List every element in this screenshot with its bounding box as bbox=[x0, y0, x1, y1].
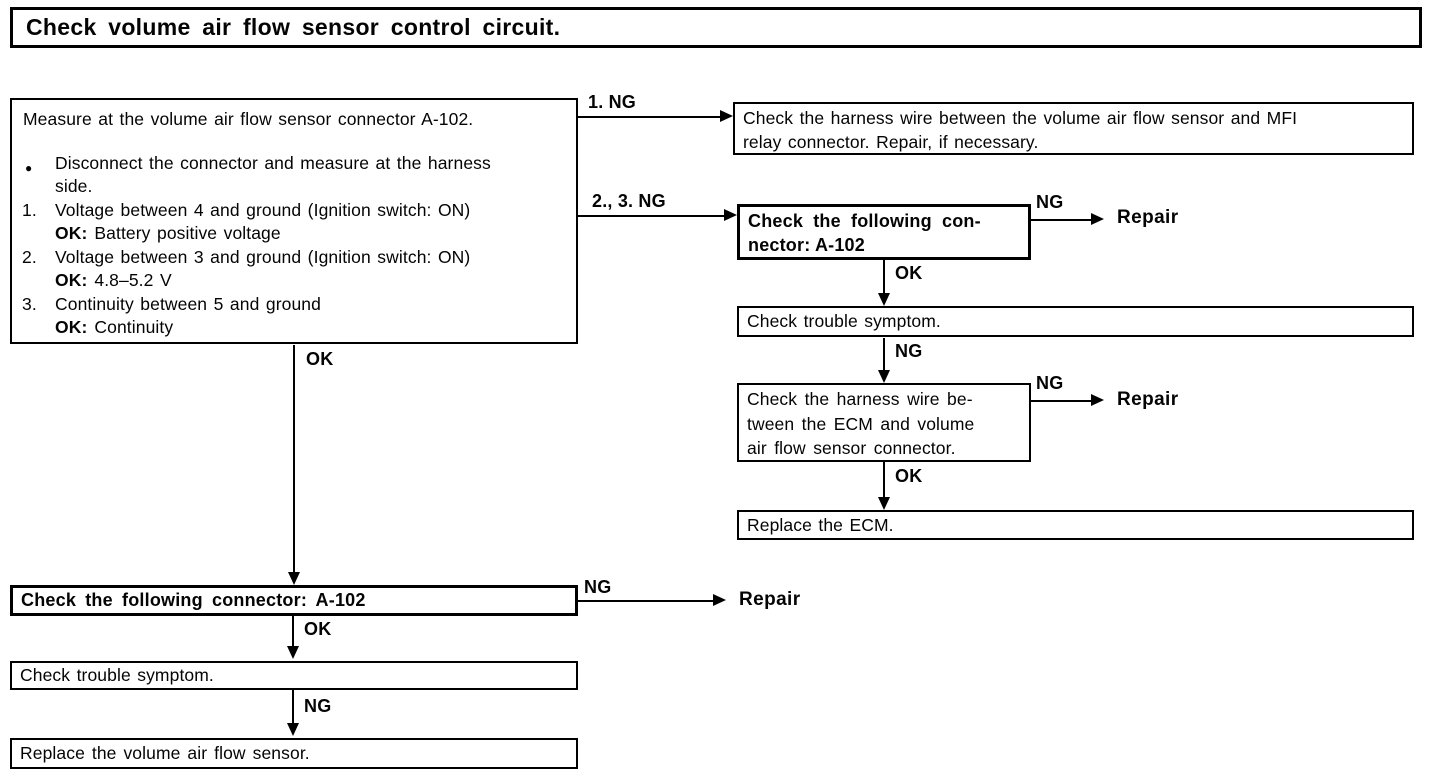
arrowhead-down-icon bbox=[288, 572, 300, 585]
step-text: Voltage between 3 and ground (Ignition s… bbox=[55, 246, 471, 267]
edge-label-ng: NG bbox=[584, 577, 612, 597]
arrow-line bbox=[1031, 219, 1091, 221]
arrowhead-right-icon bbox=[1091, 213, 1104, 225]
title-box: Check volume air flow sensor control cir… bbox=[10, 7, 1422, 48]
node-harness-mfi: Check the harness wire between the volum… bbox=[733, 102, 1414, 155]
arrowhead-right-icon bbox=[720, 110, 733, 122]
terminal-repair: Repair bbox=[1117, 207, 1179, 228]
harness-ecm-line1: Check the harness wire be- bbox=[747, 389, 973, 409]
arrow-line bbox=[293, 345, 295, 575]
arrowhead-right-icon bbox=[1091, 394, 1104, 406]
arrow-line bbox=[577, 116, 720, 118]
harness-ecm-line2: tween the ECM and volume bbox=[747, 413, 975, 434]
edge-label-1-ng: 1. NG bbox=[588, 92, 637, 112]
arrow-line bbox=[575, 600, 713, 602]
bullet-text: Disconnect the connector and measure at … bbox=[55, 152, 568, 199]
node-check-trouble-symptom-bottom: Check trouble symptom. bbox=[10, 661, 578, 690]
bullet-text-line2: side. bbox=[55, 176, 93, 196]
arrow-line bbox=[577, 215, 724, 217]
ok-label: OK: bbox=[55, 270, 88, 290]
arrowhead-down-icon bbox=[878, 370, 890, 383]
node-check-connector-a102: Check the following con- nector: A-102 bbox=[737, 204, 1031, 260]
arrowhead-down-icon bbox=[878, 293, 890, 306]
measure-step-3: 3. Continuity between 5 and ground OK: Co… bbox=[22, 293, 568, 340]
step-number: 3. bbox=[22, 293, 37, 314]
node-measure-sensor: Measure at the volume air flow sensor co… bbox=[10, 98, 578, 344]
ok-label: OK: bbox=[55, 317, 88, 337]
node-check-connector-a102-bottom: Check the following connector: A-102 bbox=[10, 585, 578, 616]
node-replace-ecm: Replace the ECM. bbox=[737, 510, 1414, 540]
step-ok-line: OK: 4.8–5.2 V bbox=[55, 269, 568, 293]
arrow-line bbox=[292, 616, 294, 647]
arrowhead-right-icon bbox=[713, 594, 726, 606]
node-harness-ecm: Check the harness wire be- tween the ECM… bbox=[737, 383, 1031, 462]
ok-value: Battery positive voltage bbox=[94, 223, 281, 243]
step-text: Voltage between 4 and ground (Ignition s… bbox=[55, 199, 471, 220]
harness-mfi-line1: Check the harness wire between the volum… bbox=[743, 108, 1298, 128]
ok-value: 4.8–5.2 V bbox=[94, 270, 172, 290]
bullet-text-line1: Disconnect the connector and measure at … bbox=[55, 152, 491, 173]
edge-label-ok: OK bbox=[895, 263, 923, 283]
arrow-line bbox=[883, 338, 885, 371]
edge-label-ok: OK bbox=[304, 619, 332, 639]
arrow-line bbox=[883, 462, 885, 498]
edge-label-ok: OK bbox=[895, 466, 923, 486]
edge-label-ng: NG bbox=[1036, 373, 1064, 393]
step-text: Continuity between 5 and ground bbox=[55, 293, 321, 314]
arrowhead-down-icon bbox=[287, 646, 299, 659]
node-check-trouble-symptom-right: Check trouble symptom. bbox=[737, 306, 1414, 337]
step-ok-line: OK: Battery positive voltage bbox=[55, 222, 568, 246]
bullet-icon: ● bbox=[25, 160, 33, 175]
step-number: 2. bbox=[22, 246, 37, 267]
harness-ecm-line3: air flow sensor connector. bbox=[747, 438, 956, 458]
edge-label-2-3-ng: 2., 3. NG bbox=[592, 191, 666, 211]
arrow-line bbox=[1031, 400, 1091, 402]
ok-value: Continuity bbox=[94, 317, 174, 337]
measure-step-1: 1. Voltage between 4 and ground (Ignitio… bbox=[22, 199, 568, 246]
edge-label-ng: NG bbox=[304, 696, 332, 716]
arrow-line bbox=[292, 690, 294, 724]
arrowhead-down-icon bbox=[878, 497, 890, 510]
edge-label-ng: NG bbox=[1036, 192, 1064, 212]
connector-mid-line2: nector: A-102 bbox=[748, 235, 865, 255]
terminal-repair: Repair bbox=[739, 589, 801, 610]
harness-mfi-line2: relay connector. Repair, if necessary. bbox=[743, 131, 1039, 152]
edge-label-ok: OK bbox=[306, 349, 334, 369]
edge-label-ng: NG bbox=[895, 341, 923, 361]
terminal-repair: Repair bbox=[1117, 389, 1179, 410]
arrowhead-down-icon bbox=[287, 723, 299, 736]
arrowhead-right-icon bbox=[724, 209, 737, 221]
ok-label: OK: bbox=[55, 223, 88, 243]
connector-mid-line1: Check the following con- bbox=[748, 211, 981, 231]
measure-step-2: 2. Voltage between 3 and ground (Ignitio… bbox=[22, 246, 568, 293]
step-number: 1. bbox=[22, 199, 37, 220]
step-ok-line: OK: Continuity bbox=[55, 316, 568, 340]
page-title: Check volume air flow sensor control cir… bbox=[26, 14, 561, 40]
arrow-line bbox=[883, 260, 885, 294]
measure-intro: Measure at the volume air flow sensor co… bbox=[23, 109, 474, 129]
measure-bullet-row: ● Disconnect the connector and measure a… bbox=[22, 152, 568, 199]
node-replace-volume-air-flow-sensor: Replace the volume air flow sensor. bbox=[10, 738, 578, 769]
